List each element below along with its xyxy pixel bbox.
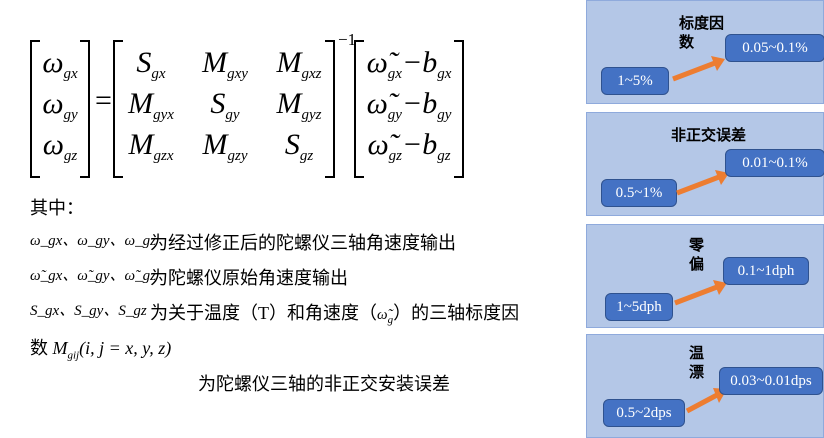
matrix-entry: Sgz: [284, 128, 314, 164]
matrix-entry: Mgzy: [202, 128, 248, 164]
before-value: 0.5~2dps: [603, 399, 685, 427]
rhs-entry: ω̃gz−bgz: [367, 128, 451, 164]
rhs-entry: ω̃gy−bgy: [366, 87, 452, 123]
desc-raw-output: 为陀螺仪原始角速度输出: [150, 268, 348, 288]
matrix-entry: Mgyz: [276, 87, 322, 123]
lhs-entry: ωgz: [42, 128, 78, 164]
panel-temp-drift: 温漂 0.5~2dps 0.03~0.01dps: [586, 334, 824, 438]
lhs-vector: ωgx ωgy ωgz: [30, 40, 90, 178]
where-label: 其中：: [30, 198, 84, 218]
before-value: 0.5~1%: [601, 179, 677, 207]
panel-title: 零偏: [689, 238, 705, 273]
after-value: 0.01~0.1%: [725, 149, 824, 177]
symbol-scale: S_gx、S_gy、S_gz: [30, 303, 147, 319]
misalignment-symbol: 数 Mgij(i, j = x, y, z): [30, 338, 172, 362]
rhs-entry: ω̃gx−bgx: [366, 46, 452, 82]
arrow-icon: [672, 56, 725, 82]
panel-title: 非正交误差: [671, 128, 747, 144]
matrix-entry: Mgzx: [128, 128, 174, 164]
rhs-vector: ω̃gx−bgx ω̃gy−bgy ω̃gz−bgz: [354, 40, 464, 178]
matrix-entry: Sgy: [210, 87, 240, 123]
lhs-entry: ωgy: [42, 87, 78, 123]
lhs-entry: ωgx: [42, 46, 78, 82]
matrix-entry: Mgxy: [202, 46, 248, 82]
after-value: 0.1~1dph: [723, 257, 809, 285]
arrow-icon: [674, 280, 727, 306]
matrix-entry: Mgxz: [276, 46, 322, 82]
panel-scale-factor: 标度因数 1~5% 0.05~0.1%: [586, 0, 824, 104]
desc-misalignment: 为陀螺仪三轴的非正交安装误差: [198, 374, 450, 394]
desc-scale-factor: 为关于温度（T）和角速度（ω̃g）的三轴标度因: [150, 303, 520, 326]
panel-title: 标度因数: [679, 16, 725, 51]
after-value: 0.05~0.1%: [725, 34, 824, 62]
panel-nonorthogonal: 非正交误差 0.5~1% 0.01~0.1%: [586, 112, 824, 216]
matrix-entry: Mgyx: [128, 87, 174, 123]
panel-title: 温漂: [689, 346, 705, 381]
matrix-entry: Sgx: [136, 46, 166, 82]
symbol-omega-raw: ω̃_gx、ω̃_gy、ω̃_gz: [30, 268, 156, 284]
symbol-omega: ω_gx、ω_gy、ω_gz: [30, 233, 156, 249]
after-value: 0.03~0.01dps: [719, 367, 823, 395]
panel-bias: 零偏 1~5dph 0.1~1dph: [586, 224, 824, 328]
calibration-matrix: Sgx Mgxy Mgxz Mgyx Sgy Mgyz Mgzx Mgzy Sg…: [113, 40, 335, 178]
before-value: 1~5dph: [605, 293, 673, 321]
arrow-icon: [676, 170, 729, 196]
desc-corrected-output: 为经过修正后的陀螺仪三轴角速度输出: [150, 233, 456, 253]
inverse-exponent: −1: [338, 30, 357, 49]
equals-sign: =: [95, 84, 112, 117]
before-value: 1~5%: [601, 67, 669, 95]
